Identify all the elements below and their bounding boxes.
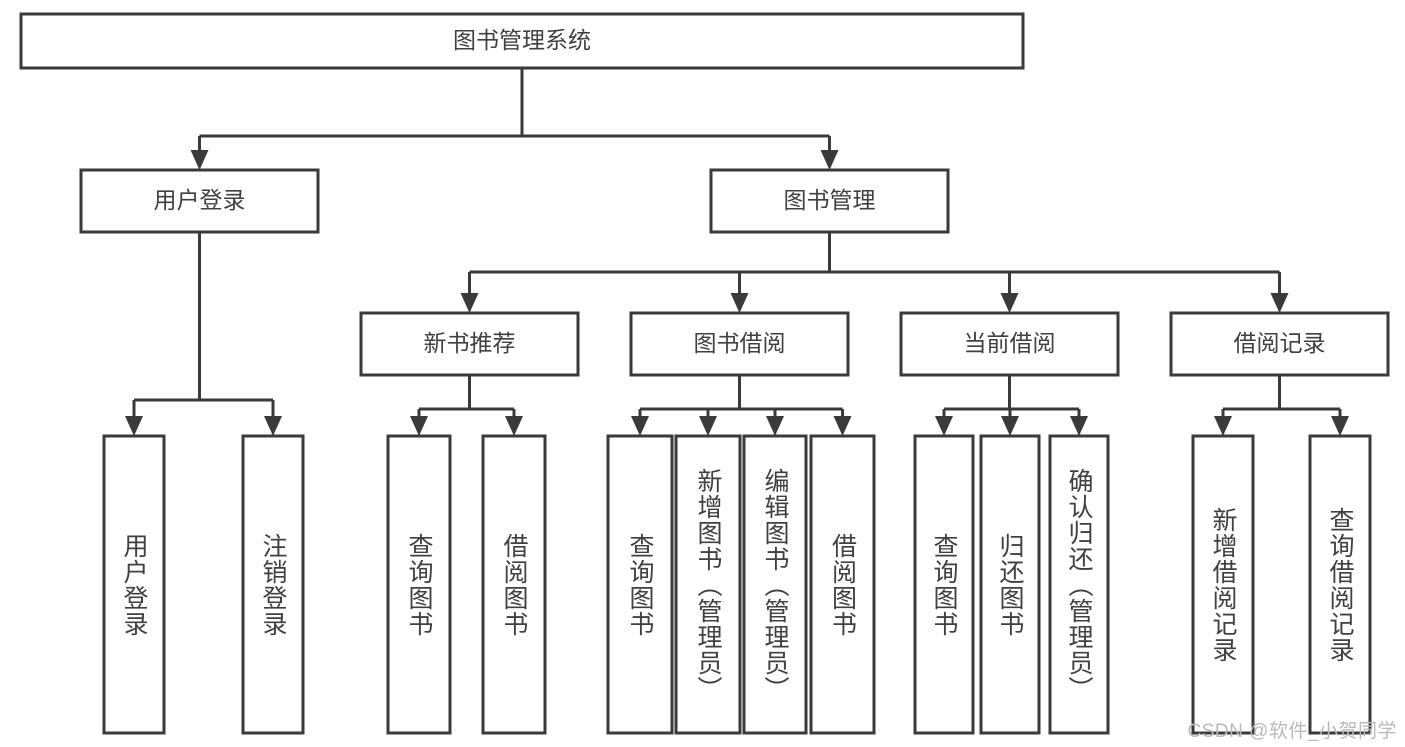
node-current-borrow[interactable]: 当前借阅 [899, 311, 1120, 377]
node-user-login[interactable]: 用户登录 [79, 168, 320, 234]
node-leaf-confirm-return[interactable] [1048, 434, 1110, 735]
node-leaf-logout[interactable] [241, 434, 305, 735]
node-leaf-query-book-3[interactable] [913, 434, 975, 735]
node-label-new-book-recommend: 新书推荐 [424, 330, 516, 356]
node-leaf-user-login[interactable] [102, 434, 166, 735]
node-leaf-borrow-book-1[interactable] [481, 434, 547, 735]
node-borrow-record[interactable]: 借阅记录 [1169, 311, 1390, 377]
edges-layer [125, 68, 1349, 436]
node-box-leaf-query-book-1[interactable] [386, 434, 452, 735]
node-box-leaf-add-record[interactable] [1191, 434, 1255, 735]
node-leaf-edit-book[interactable] [742, 434, 808, 735]
node-box-book-manage[interactable] [709, 168, 950, 234]
node-box-leaf-edit-book[interactable] [742, 434, 808, 735]
node-leaf-query-book-1[interactable] [386, 434, 452, 735]
node-label-current-borrow: 当前借阅 [964, 330, 1056, 356]
watermark-text: CSDN @软件_小贺同学 [1187, 721, 1397, 742]
node-label-book-borrow: 图书借阅 [694, 330, 786, 356]
node-box-leaf-user-login[interactable] [102, 434, 166, 735]
node-box-user-login[interactable] [79, 168, 320, 234]
node-box-book-borrow[interactable] [629, 311, 850, 377]
node-box-new-book-recommend[interactable] [359, 311, 580, 377]
node-leaf-query-book-2[interactable] [606, 434, 674, 735]
node-book-borrow[interactable]: 图书借阅 [629, 311, 850, 377]
node-box-leaf-confirm-return[interactable] [1048, 434, 1110, 735]
node-box-leaf-query-record[interactable] [1308, 434, 1372, 735]
edge-group-current-borrow [935, 375, 1088, 436]
node-box-borrow-record[interactable] [1169, 311, 1390, 377]
node-box-leaf-logout[interactable] [241, 434, 305, 735]
node-box-leaf-return-book[interactable] [979, 434, 1041, 735]
node-root[interactable]: 图书管理系统 [19, 12, 1025, 70]
node-box-leaf-query-book-2[interactable] [606, 434, 674, 735]
edge-group-book-manage [460, 232, 1289, 313]
node-label-book-manage: 图书管理 [784, 187, 876, 213]
node-leaf-add-book[interactable] [674, 434, 742, 735]
edge-group-new-book-recommend [410, 375, 523, 436]
edge-group-root [190, 68, 839, 170]
node-label-root: 图书管理系统 [453, 27, 591, 53]
node-label-borrow-record: 借阅记录 [1234, 330, 1326, 356]
node-leaf-query-record[interactable] [1308, 434, 1372, 735]
node-leaf-borrow-book-2[interactable] [809, 434, 876, 735]
node-label-user-login: 用户登录 [154, 187, 246, 213]
node-box-leaf-borrow-book-1[interactable] [481, 434, 547, 735]
node-box-leaf-borrow-book-2[interactable] [809, 434, 876, 735]
node-book-manage[interactable]: 图书管理 [709, 168, 950, 234]
node-box-root[interactable] [19, 12, 1025, 70]
edge-group-borrow-record [1214, 375, 1349, 436]
edge-group-user-login [125, 232, 282, 436]
node-new-book-recommend[interactable]: 新书推荐 [359, 311, 580, 377]
node-leaf-return-book[interactable] [979, 434, 1041, 735]
node-box-leaf-query-book-3[interactable] [913, 434, 975, 735]
node-box-leaf-add-book[interactable] [674, 434, 742, 735]
edge-group-book-borrow [631, 375, 852, 436]
node-leaf-add-record[interactable] [1191, 434, 1255, 735]
node-box-current-borrow[interactable] [899, 311, 1120, 377]
